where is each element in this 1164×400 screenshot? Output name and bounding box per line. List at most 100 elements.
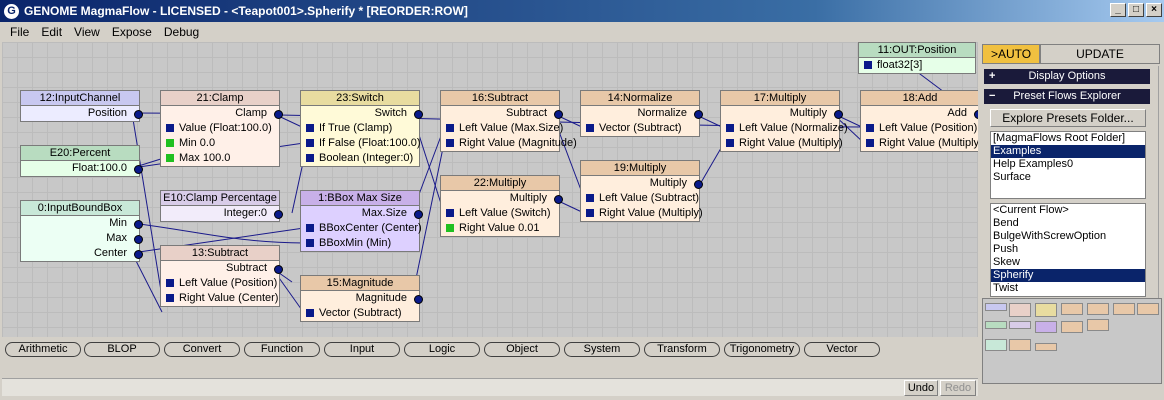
node-percent[interactable]: E20:Percent Float:100.0 xyxy=(20,145,143,177)
output-socket[interactable]: Multiply xyxy=(581,176,703,191)
category-function[interactable]: Function xyxy=(244,342,320,357)
minimize-button[interactable]: _ xyxy=(1110,3,1126,17)
input-socket[interactable]: BBoxMin (Min) xyxy=(301,236,419,251)
category-blop[interactable]: BLOP xyxy=(84,342,160,357)
input-socket[interactable]: Vector (Subtract) xyxy=(581,121,699,136)
list-item[interactable]: Help Examples0 xyxy=(993,158,1074,170)
category-vector[interactable]: Vector xyxy=(804,342,880,357)
panel-scrollbar[interactable] xyxy=(1158,66,1164,298)
flow-list[interactable]: <Current Flow> Bend BulgeWithScrewOption… xyxy=(990,203,1146,297)
input-socket[interactable]: Boolean (Integer:0) xyxy=(301,151,419,166)
maximize-button[interactable]: □ xyxy=(1128,3,1144,17)
node-clamp-percentage[interactable]: E10:Clamp Percentage Integer:0 xyxy=(160,190,283,222)
input-socket[interactable]: Right Value (Multiply) xyxy=(721,136,843,151)
input-socket[interactable]: Max 100.0 xyxy=(161,151,279,166)
menu-file[interactable]: File xyxy=(10,25,30,39)
input-socket[interactable]: Left Value (Position) xyxy=(861,121,978,136)
input-socket[interactable]: If False (Float:100.0) xyxy=(301,136,421,151)
input-socket[interactable]: float32[3] xyxy=(859,58,975,73)
list-item[interactable]: [MagmaFlows Root Folder] xyxy=(993,132,1126,144)
menu-expose[interactable]: Expose xyxy=(111,25,152,39)
category-logic[interactable]: Logic xyxy=(404,342,480,357)
output-socket-min[interactable]: Min xyxy=(21,216,143,231)
input-socket[interactable]: Left Value (Normalize) xyxy=(721,121,848,136)
output-socket[interactable]: Multiply xyxy=(721,106,843,121)
list-item[interactable]: Examples xyxy=(991,145,1145,158)
node-magnitude[interactable]: 15:Magnitude Magnitude Vector (Subtract) xyxy=(300,275,423,322)
category-arithmetic[interactable]: Arithmetic xyxy=(5,342,81,357)
output-socket[interactable]: Position xyxy=(21,106,143,121)
input-socket[interactable]: BBoxCenter (Center) xyxy=(301,221,422,236)
category-input[interactable]: Input xyxy=(324,342,400,357)
list-item[interactable]: Spherify xyxy=(991,269,1145,282)
list-item[interactable]: Twist xyxy=(993,282,1019,294)
explore-presets-button[interactable]: Explore Presets Folder... xyxy=(990,109,1146,127)
output-socket[interactable]: Subtract xyxy=(161,261,283,276)
menu-view[interactable]: View xyxy=(74,25,100,39)
input-socket[interactable]: Left Value (Subtract) xyxy=(581,191,699,206)
flow-navigator[interactable] xyxy=(982,298,1162,384)
list-item[interactable]: Push xyxy=(993,243,1019,255)
node-canvas[interactable]: 12:InputChannel Position E20:Percent Flo… xyxy=(2,42,978,337)
node-switch[interactable]: 23:Switch Switch If True (Clamp) If Fals… xyxy=(300,90,423,167)
node-title: 15:Magnitude xyxy=(301,276,419,291)
category-convert[interactable]: Convert xyxy=(164,342,240,357)
output-socket[interactable]: Float:100.0 xyxy=(21,161,143,176)
display-options-rollout[interactable]: + Display Options xyxy=(984,69,1150,84)
node-normalize[interactable]: 14:Normalize Normalize Vector (Subtract) xyxy=(580,90,703,137)
list-item[interactable]: Surface xyxy=(993,171,1031,183)
node-add[interactable]: 18:Add Add Left Value (Position) Right V… xyxy=(860,90,978,152)
node-bbox-max-size[interactable]: 1:BBox Max Size Max.Size BBoxCenter (Cen… xyxy=(300,190,423,252)
input-socket[interactable]: Min 0.0 xyxy=(161,136,279,151)
category-object[interactable]: Object xyxy=(484,342,560,357)
node-subtract-16[interactable]: 16:Subtract Subtract Left Value (Max.Siz… xyxy=(440,90,577,152)
node-multiply-19[interactable]: 19:Multiply Multiply Left Value (Subtrac… xyxy=(580,160,703,222)
input-socket[interactable]: Right Value (Magnitude) xyxy=(441,136,577,151)
update-tab[interactable]: UPDATE xyxy=(1040,44,1160,64)
node-input-bound-box[interactable]: 0:InputBoundBox Min Max Center xyxy=(20,200,143,262)
node-subtract-13[interactable]: 13:Subtract Subtract Left Value (Positio… xyxy=(160,245,283,307)
category-system[interactable]: System xyxy=(564,342,640,357)
output-socket[interactable]: Multiply xyxy=(441,191,563,206)
node-multiply-17[interactable]: 17:Multiply Multiply Left Value (Normali… xyxy=(720,90,848,152)
output-socket[interactable]: Add xyxy=(861,106,978,121)
preset-flows-rollout[interactable]: − Preset Flows Explorer xyxy=(984,89,1150,104)
list-item[interactable]: Bend xyxy=(993,217,1019,229)
output-socket[interactable]: Clamp xyxy=(161,106,283,121)
output-socket[interactable]: Magnitude xyxy=(301,291,423,306)
input-socket[interactable]: Left Value (Max.Size) xyxy=(441,121,563,136)
input-socket[interactable]: Left Value (Position) xyxy=(161,276,279,291)
node-input-channel[interactable]: 12:InputChannel Position xyxy=(20,90,143,122)
output-socket[interactable]: Max.Size xyxy=(301,206,423,221)
list-item[interactable]: <Current Flow> xyxy=(993,204,1069,216)
output-socket[interactable]: Switch xyxy=(301,106,423,121)
category-transform[interactable]: Transform xyxy=(644,342,720,357)
list-item[interactable]: BulgeWithScrewOption xyxy=(993,230,1107,242)
redo-button[interactable]: Redo xyxy=(940,380,976,396)
input-socket[interactable]: If True (Clamp) xyxy=(301,121,419,136)
node-title: 1:BBox Max Size xyxy=(301,191,419,206)
output-socket-max[interactable]: Max xyxy=(21,231,143,246)
output-socket-center[interactable]: Center xyxy=(21,246,143,261)
input-socket[interactable]: Value (Float:100.0) xyxy=(161,121,279,136)
input-socket[interactable]: Vector (Subtract) xyxy=(301,306,419,321)
list-item[interactable]: Skew xyxy=(993,256,1020,268)
node-clamp[interactable]: 21:Clamp Clamp Value (Float:100.0) Min 0… xyxy=(160,90,283,167)
node-output-position[interactable]: 11:OUT:Position float32[3] xyxy=(858,42,976,74)
menu-edit[interactable]: Edit xyxy=(41,25,63,39)
category-trigonometry[interactable]: Trigonometry xyxy=(724,342,800,357)
output-socket[interactable]: Normalize xyxy=(581,106,703,121)
output-socket[interactable]: Subtract xyxy=(441,106,563,121)
auto-tab[interactable]: >AUTO xyxy=(982,44,1040,64)
menu-debug[interactable]: Debug xyxy=(163,25,200,39)
output-socket[interactable]: Integer:0 xyxy=(161,206,283,221)
close-button[interactable]: × xyxy=(1146,3,1162,17)
folder-list[interactable]: [MagmaFlows Root Folder] Examples Help E… xyxy=(990,131,1146,199)
input-socket[interactable]: Right Value (Multiply) xyxy=(861,136,978,151)
input-socket[interactable]: Right Value 0.01 xyxy=(441,221,559,236)
node-multiply-22[interactable]: 22:Multiply Multiply Left Value (Switch)… xyxy=(440,175,563,237)
undo-button[interactable]: Undo xyxy=(904,380,938,396)
input-socket[interactable]: Left Value (Switch) xyxy=(441,206,559,221)
input-socket[interactable]: Right Value (Center) xyxy=(161,291,279,306)
input-socket[interactable]: Right Value (Multiply) xyxy=(581,206,703,221)
